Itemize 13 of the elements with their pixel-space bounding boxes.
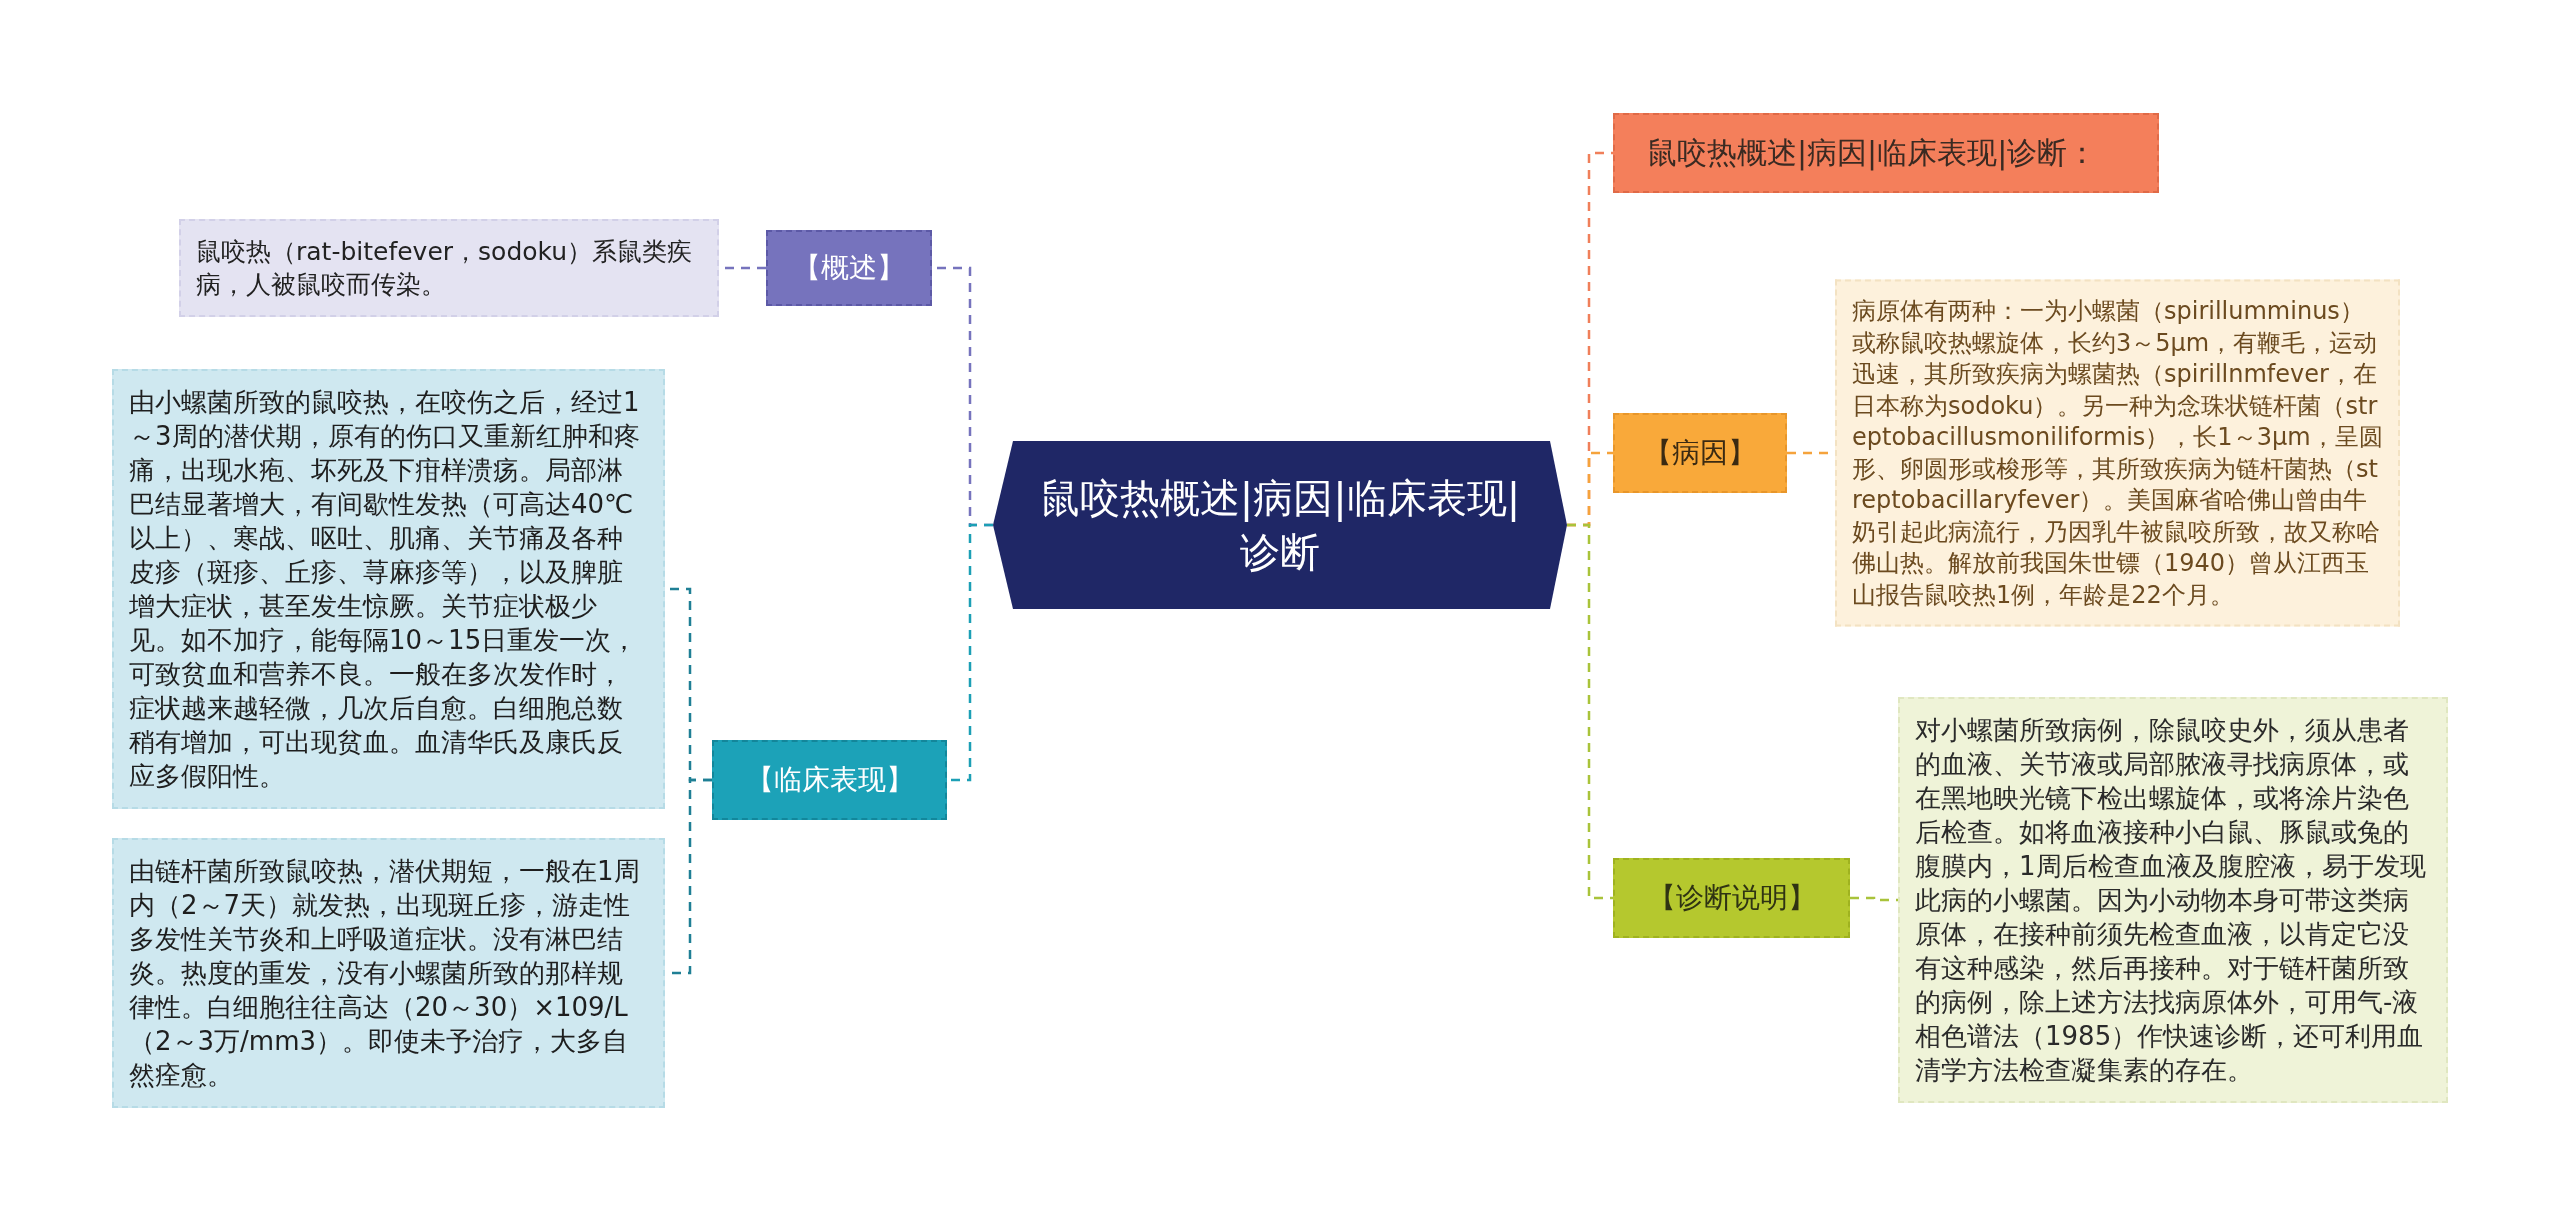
detail-note: 由链杆菌所致鼠咬热，潜伏期短，一般在1周内（2～7天）就发热，出现斑丘疹，游走性多发性关节炎和上呼吸道症状。没有淋巴结炎。热度的重发，没有小螺菌所致的那样规律性。白细胞往往高达（20～30）×109/L（2～3万/mm3）。即使未予治疗，大多自然痊愈。	[112, 838, 665, 1108]
branch-topic: 【诊断说明】	[1613, 858, 1850, 938]
detail-note: 病原体有两种：一为小螺菌（spirillumminus）或称鼠咬热螺旋体，长约3～5μm，有鞭毛，运动迅速，其所致疾病为螺菌热（spirillnmfever，在日本称为sodoku）。另一种为念珠状链杆菌（streptobacillusmoniliformis），长1～3μm，呈圆形、卵圆形或梭形等，其所致疾病为链杆菌热（streptobacillaryfever）。美国麻省哈佛山曾由牛奶引起此病流行，乃因乳牛被鼠咬所致，故又称哈佛山热。解放前我国朱世镖（1940）曾从江西玉山报告鼠咬热1例，年龄是22个月。	[1835, 279, 2400, 627]
connector-line	[1850, 896, 1898, 902]
detail-note: 鼠咬热（rat-bitefever，sodoku）系鼠类疾病，人被鼠咬而传染。	[179, 219, 719, 317]
central-topic: 鼠咬热概述|病因|临床表现|诊断	[993, 441, 1567, 609]
branch-topic: 【概述】	[766, 230, 932, 306]
branch-topic: 【临床表现】	[712, 740, 947, 820]
connector-line	[1567, 523, 1613, 900]
detail-note: 由小螺菌所致的鼠咬热，在咬伤之后，经过1～3周的潜伏期，原有的伤口又重新红肿和疼痛，出现水疱、坏死及下疳样溃疡。局部淋巴结显著增大，有间歇性发热（可高达40℃以上）、寒战、呕吐、肌痛、关节痛及各种皮疹（斑疹、丘疹、荨麻疹等），以及脾脏增大症状，甚至发生惊厥。关节症状极少见。如不加疗，能每隔10～15日重发一次，可致贫血和营养不良。一般在多次发作时，症状越来越轻微，几次后自愈。白细胞总数稍有增加，可出现贫血。血清华氏及康氏反应多假阳性。	[112, 369, 665, 809]
branch-topic: 【病因】	[1613, 413, 1787, 493]
detail-note: 对小螺菌所致病例，除鼠咬史外，须从患者的血液、关节液或局部脓液寻找病原体，或在黑地映光镜下检出螺旋体，或将涂片染色后检查。如将血液接种小白鼠、豚鼠或兔的腹膜内，1周后检查血液及腹腔液，易于发现此病的小螺菌。因为小动物本身可带这类病原体，在接种前须先检查血液，以肯定它没有这种感染，然后再接种。对于链杆菌所致的病例，除上述方法找病原体外，可用气-液相色谱法（1985）作快速诊断，还可利用血清学方法检查凝集素的存在。	[1898, 697, 2448, 1103]
branch-topic: 鼠咬热概述|病因|临床表现|诊断：	[1613, 113, 2159, 193]
